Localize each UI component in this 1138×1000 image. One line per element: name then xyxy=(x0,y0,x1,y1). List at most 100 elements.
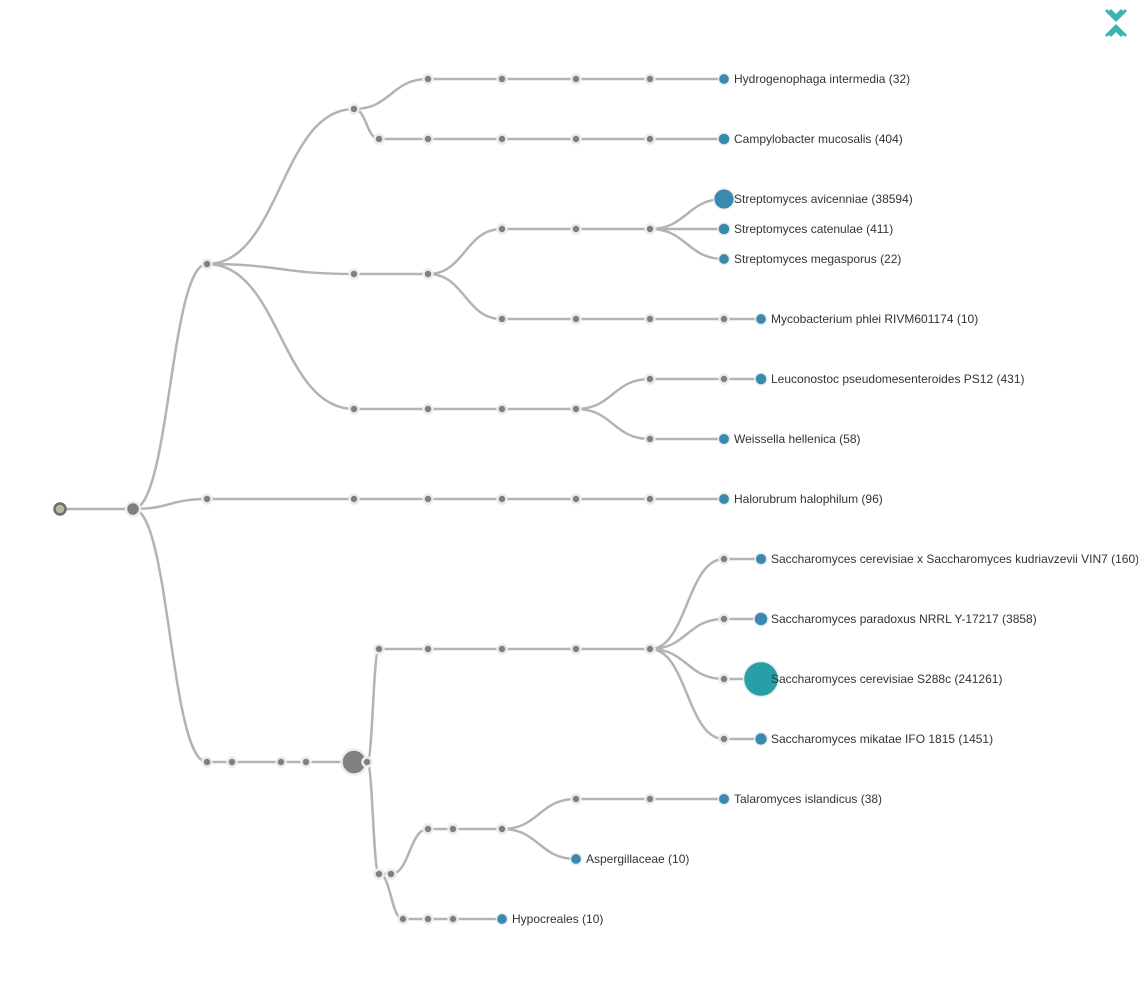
leaf-node-campylobacter[interactable] xyxy=(717,132,731,146)
tree-node[interactable] xyxy=(226,756,238,768)
tree-node[interactable] xyxy=(124,500,142,518)
tree-node[interactable] xyxy=(496,403,508,415)
tree-node[interactable] xyxy=(422,913,434,925)
tree-node[interactable] xyxy=(570,223,582,235)
tree-node[interactable] xyxy=(718,673,730,685)
tree-link xyxy=(206,262,355,411)
tree-node[interactable] xyxy=(422,133,434,145)
leaf-node-mycobacterium[interactable] xyxy=(754,312,768,326)
tree-node[interactable] xyxy=(644,73,656,85)
leaf-label-s-megasporus: Streptomyces megasporus (22) xyxy=(734,252,901,266)
tree-link xyxy=(501,827,577,861)
tree-node[interactable] xyxy=(644,373,656,385)
leaf-label-halorubrum: Halorubrum halophilum (96) xyxy=(734,492,883,506)
tree-link xyxy=(649,557,725,651)
tree-node[interactable] xyxy=(570,133,582,145)
tree-node[interactable] xyxy=(348,103,360,115)
tree-link xyxy=(206,262,355,276)
tree-link xyxy=(378,872,404,921)
leaf-node-talaromyces[interactable] xyxy=(717,792,731,806)
tree-node[interactable] xyxy=(397,913,409,925)
tree-node[interactable] xyxy=(718,553,730,565)
leaf-node-weissella[interactable] xyxy=(717,432,731,446)
leaf-node-hypocreales[interactable] xyxy=(495,912,509,926)
tree-link xyxy=(575,407,651,441)
leaf-label-s-mikatae: Saccharomyces mikatae IFO 1815 (1451) xyxy=(771,732,993,746)
tree-node[interactable] xyxy=(644,493,656,505)
tree-node[interactable] xyxy=(496,223,508,235)
tree-node[interactable] xyxy=(496,823,508,835)
leaf-label-hypocreales: Hypocreales (10) xyxy=(512,912,603,926)
tree-node[interactable] xyxy=(348,268,360,280)
root-node[interactable] xyxy=(53,502,67,516)
tree-node[interactable] xyxy=(718,313,730,325)
tree-node[interactable] xyxy=(644,643,656,655)
tree-node[interactable] xyxy=(348,403,360,415)
tree-node[interactable] xyxy=(570,793,582,805)
tree-node[interactable] xyxy=(300,756,312,768)
tree-link xyxy=(365,647,381,764)
tree-link xyxy=(649,197,725,231)
tree-node[interactable] xyxy=(373,133,385,145)
tree-node[interactable] xyxy=(644,433,656,445)
leaf-label-talaromyces: Talaromyces islandicus (38) xyxy=(734,792,882,806)
tree-node[interactable] xyxy=(385,868,397,880)
tree-node[interactable] xyxy=(644,793,656,805)
leaf-node-sc-x-skud[interactable] xyxy=(754,552,768,566)
tree-node[interactable] xyxy=(447,823,459,835)
tree-node[interactable] xyxy=(422,823,434,835)
leaf-node-hydrogenophaga[interactable] xyxy=(717,72,731,86)
tree-node[interactable] xyxy=(644,223,656,235)
tree-node[interactable] xyxy=(422,403,434,415)
tree-node[interactable] xyxy=(644,313,656,325)
tree-node[interactable] xyxy=(201,258,213,270)
tree-link xyxy=(649,647,725,681)
tree-node[interactable] xyxy=(570,313,582,325)
leaf-label-sc-x-skud: Saccharomyces cerevisiae x Saccharomyces… xyxy=(771,552,1138,566)
leaf-label-leuconostoc: Leuconostoc pseudomesenteroides PS12 (43… xyxy=(771,372,1025,386)
leaf-node-s-paradoxus[interactable] xyxy=(753,611,769,627)
tree-node[interactable] xyxy=(422,493,434,505)
tree-link xyxy=(427,227,503,276)
tree-node[interactable] xyxy=(201,756,213,768)
tree-node[interactable] xyxy=(201,493,213,505)
tree-node[interactable] xyxy=(570,73,582,85)
tree-node[interactable] xyxy=(718,373,730,385)
leaf-node-leuconostoc[interactable] xyxy=(754,372,768,386)
tree-node[interactable] xyxy=(570,493,582,505)
double-chevron-logo-icon[interactable] xyxy=(1102,8,1130,38)
tree-node[interactable] xyxy=(361,756,373,768)
leaf-node-halorubrum[interactable] xyxy=(717,492,731,506)
tree-node[interactable] xyxy=(644,133,656,145)
tree-node[interactable] xyxy=(570,643,582,655)
tree-node[interactable] xyxy=(570,403,582,415)
tree-link xyxy=(353,107,380,141)
tree-node[interactable] xyxy=(275,756,287,768)
tree-node[interactable] xyxy=(422,73,434,85)
tree-node[interactable] xyxy=(496,493,508,505)
leaf-node-aspergillaceae[interactable] xyxy=(569,852,583,866)
tree-node[interactable] xyxy=(373,868,385,880)
tree-node[interactable] xyxy=(718,613,730,625)
tree-node[interactable] xyxy=(447,913,459,925)
leaf-node-s-mikatae[interactable] xyxy=(753,731,769,747)
tree-node[interactable] xyxy=(496,73,508,85)
leaf-node-s-megasporus[interactable] xyxy=(717,252,731,266)
tree-node[interactable] xyxy=(422,268,434,280)
tree-node[interactable] xyxy=(373,643,385,655)
tree-node[interactable] xyxy=(718,733,730,745)
tree-link xyxy=(649,647,725,741)
tree-node[interactable] xyxy=(496,313,508,325)
tree-node[interactable] xyxy=(496,133,508,145)
leaf-node-s-avicenniae[interactable] xyxy=(712,187,736,211)
leaf-node-s-catenulae[interactable] xyxy=(717,222,731,236)
tree-links xyxy=(59,77,761,921)
leaf-node-s-cerevisiae[interactable] xyxy=(742,660,780,698)
tree-link xyxy=(649,617,725,651)
leaf-label-weissella: Weissella hellenica (58) xyxy=(734,432,861,446)
tree-labels: Hydrogenophaga intermedia (32)Campylobac… xyxy=(512,72,1138,926)
tree-node[interactable] xyxy=(348,493,360,505)
tree-link xyxy=(427,272,503,321)
tree-node[interactable] xyxy=(496,643,508,655)
tree-node[interactable] xyxy=(422,643,434,655)
